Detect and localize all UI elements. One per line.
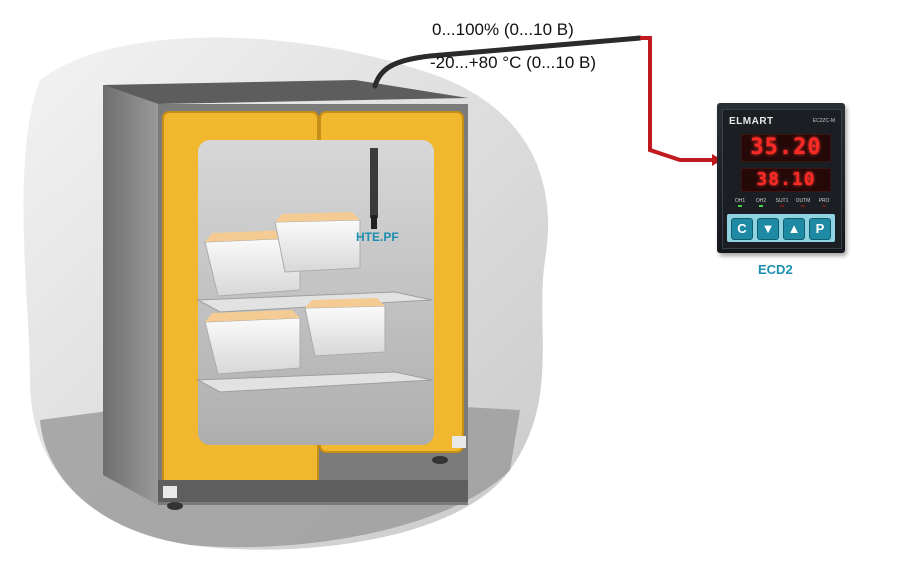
signal-cable-red [640,36,712,162]
cabinet-base [158,480,468,502]
controller-device: ELMART EC2ZC-M 35.20 38.10 OH1 OH2 SUT1 … [717,103,845,253]
indicator-led [780,205,784,207]
indicator-led [801,205,805,207]
indicator-label: OUTM [795,198,811,204]
display-top: 35.20 [741,134,831,162]
indicator-label: SUT1 [775,198,789,204]
indicator-outm: OUTM [792,198,814,207]
cabinet-foot [167,502,183,510]
door-glass [198,140,434,445]
controller-face: ELMART EC2ZC-M 35.20 38.10 OH1 OH2 SUT1 … [722,109,842,249]
probe-tip [371,215,377,229]
indicator-led [759,205,763,207]
key-down-button[interactable]: ▼ [757,218,779,240]
indicator-label: PRO [818,198,830,204]
indicator-led [738,205,742,207]
signal-cable-dark [372,35,643,89]
temperature-range-label: -20...+80 °C (0...10 В) [430,53,597,72]
cabinet-handle-right [452,436,466,448]
signal-range-label: 0...100% (0...10 В) [432,20,574,39]
key-up-button[interactable]: ▲ [783,218,805,240]
indicator-oh1: OH1 [729,198,751,207]
key-c-button[interactable]: C [731,218,753,240]
probe-sensor [370,148,378,218]
indicator-label: OH1 [734,198,746,204]
keypad: C ▼ ▲ P [727,214,835,242]
indicator-oh2: OH2 [750,198,772,207]
indicator-led [822,205,826,207]
shelf-lower [196,371,433,393]
indicator-pro: PRO [813,198,835,207]
device-label: ECD2 [758,262,793,277]
trays [204,212,386,375]
key-p-button[interactable]: P [809,218,831,240]
controller-model: EC2ZC-M [812,118,835,124]
probe-label: HTE.PF [356,230,399,244]
cabinet-handle-left [163,486,177,498]
display-bottom: 38.10 [741,168,831,192]
cabinet-side [103,85,158,505]
controller-brand: ELMART [729,116,774,127]
cabinet-foot [432,456,448,464]
indicator-sut1: SUT1 [771,198,793,207]
indicator-label: OH2 [755,198,767,204]
